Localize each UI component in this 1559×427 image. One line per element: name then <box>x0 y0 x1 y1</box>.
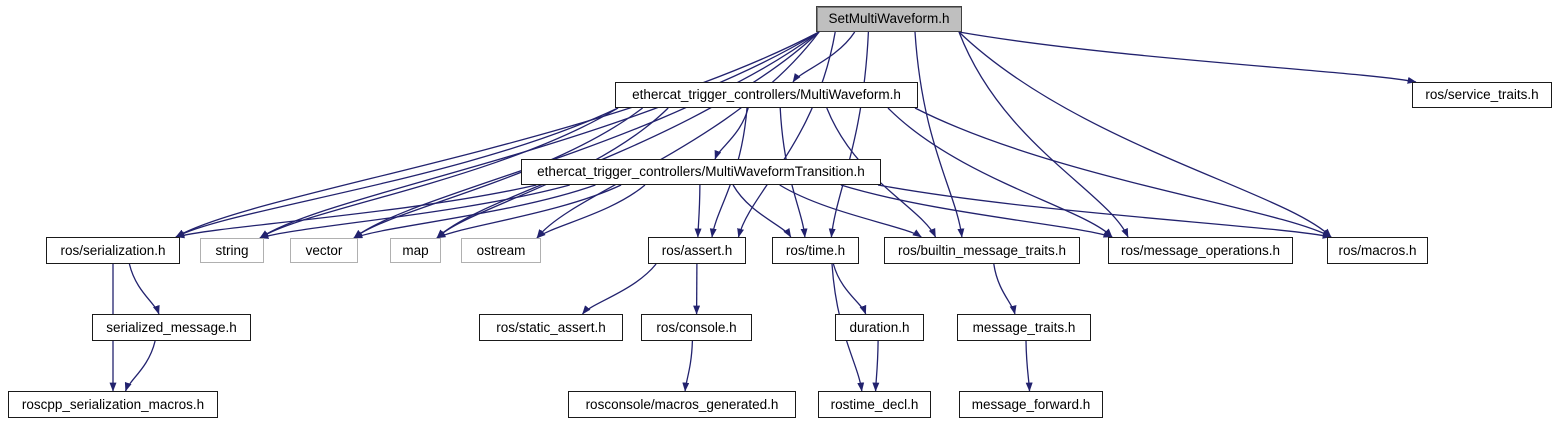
edges-group <box>109 31 1417 392</box>
graph-edge-multiwaveform-to-macros <box>914 107 1332 238</box>
graph-edge-multiwaveform-to-assert <box>709 107 748 238</box>
graph-node-label: rosconsole/macros_generated.h <box>585 396 779 412</box>
graph-edge-transition-to-time <box>732 184 792 238</box>
graph-edge-root-to-multiwaveform <box>792 31 856 83</box>
graph-node-rostime_decl[interactable]: rostime_decl.h <box>818 391 931 418</box>
graph-edge-multiwaveform-to-vector <box>353 107 643 239</box>
graph-node-label: ros/service_traits.h <box>1425 87 1539 103</box>
graph-node-label: rostime_decl.h <box>830 396 919 412</box>
graph-node-label: ros/static_assert.h <box>496 319 606 335</box>
graph-node-label: serialized_message.h <box>106 319 237 335</box>
graph-edge-multiwaveform-to-time <box>779 107 808 238</box>
graph-node-label: ethercat_trigger_controllers/MultiWavefo… <box>537 164 865 180</box>
graph-node-msg_operations[interactable]: ros/message_operations.h <box>1108 237 1293 264</box>
graph-edge-multiwaveform-to-builtin_traits <box>826 107 937 238</box>
graph-node-vector[interactable]: vector <box>290 238 358 263</box>
graph-node-map[interactable]: map <box>390 238 441 263</box>
graph-node-builtin_traits[interactable]: ros/builtin_message_traits.h <box>884 237 1080 264</box>
graph-edge-multiwaveform-to-transition <box>714 107 749 160</box>
graph-edge-transition-to-builtin_traits <box>779 184 922 238</box>
graph-node-static_assert[interactable]: ros/static_assert.h <box>479 314 623 341</box>
graph-node-label: vector <box>305 242 343 258</box>
graph-node-label: ostream <box>476 242 526 258</box>
graph-node-msg_forward[interactable]: message_forward.h <box>959 391 1103 418</box>
graph-edge-multiwaveform-to-string <box>259 107 619 239</box>
graph-edge-root-to-time <box>828 31 870 238</box>
graph-edge-transition-to-ostream <box>536 184 646 239</box>
graph-edge-serialization-to-serialized_msg <box>128 263 160 315</box>
graph-node-roscpp_macros[interactable]: roscpp_serialization_macros.h <box>8 391 218 418</box>
graph-node-multiwaveform[interactable]: ethercat_trigger_controllers/MultiWavefo… <box>615 82 918 108</box>
graph-node-duration[interactable]: duration.h <box>835 314 924 341</box>
graph-node-root[interactable]: SetMultiWaveform.h <box>816 6 962 32</box>
graph-edge-transition-to-string <box>259 184 570 239</box>
graph-edge-time-to-duration <box>832 263 867 315</box>
graph-edge-transition-to-serialization <box>175 184 537 239</box>
graph-edge-builtin_traits-to-msg_traits <box>993 263 1017 315</box>
graph-node-console[interactable]: ros/console.h <box>641 314 752 341</box>
graph-node-time[interactable]: ros/time.h <box>772 237 859 264</box>
graph-node-serialized_msg[interactable]: serialized_message.h <box>92 314 251 341</box>
graph-node-label: duration.h <box>849 319 910 335</box>
graph-node-string[interactable]: string <box>200 238 264 263</box>
graph-edge-root-to-string <box>259 31 820 239</box>
graph-edge-duration-to-rostime_decl <box>872 340 880 392</box>
graph-edge-transition-to-macros <box>877 184 1332 239</box>
graph-edge-console-to-rosconsole_gen <box>682 340 694 392</box>
graph-node-service_traits[interactable]: ros/service_traits.h <box>1412 82 1552 108</box>
graph-node-assert[interactable]: ros/assert.h <box>648 237 746 264</box>
graph-node-label: ros/message_operations.h <box>1120 242 1281 258</box>
graph-node-label: ros/builtin_message_traits.h <box>897 242 1067 258</box>
graph-edge-time-to-rostime_decl <box>831 263 865 392</box>
graph-node-msg_traits[interactable]: message_traits.h <box>957 314 1091 341</box>
graph-edge-multiwaveform-to-serialization <box>175 107 619 238</box>
graph-edge-serialized_msg-to-roscpp_macros <box>124 340 156 392</box>
graph-edge-multiwaveform-to-map <box>436 107 669 239</box>
graph-edge-assert-to-static_assert <box>581 263 657 315</box>
graph-edge-msg_traits-to-msg_forward <box>1025 340 1033 392</box>
graph-node-macros[interactable]: ros/macros.h <box>1327 237 1428 264</box>
graph-node-label: ros/console.h <box>656 319 737 335</box>
graph-edge-root-to-builtin_traits <box>914 31 965 238</box>
graph-node-label: string <box>215 242 249 258</box>
graph-node-label: ros/serialization.h <box>60 242 166 258</box>
graph-node-label: ros/assert.h <box>661 242 733 258</box>
graph-edge-transition-to-assert <box>694 184 702 238</box>
graph-edge-root-to-macros <box>958 31 1332 238</box>
graph-edge-root-to-serialization <box>175 31 820 238</box>
graph-node-label: ros/time.h <box>785 242 846 258</box>
graph-edge-root-to-msg_operations <box>958 31 1129 238</box>
graph-edge-transition-to-msg_operations <box>840 184 1113 238</box>
graph-edge-transition-to-map <box>436 184 622 239</box>
graph-node-transition[interactable]: ethercat_trigger_controllers/MultiWavefo… <box>521 159 881 185</box>
graph-node-label: message_forward.h <box>971 396 1091 412</box>
graph-node-label: ros/macros.h <box>1338 242 1417 258</box>
graph-edge-root-to-service_traits <box>958 31 1417 84</box>
graph-edge-multiwaveform-to-msg_operations <box>887 107 1113 238</box>
graph-node-serialization[interactable]: ros/serialization.h <box>46 237 180 264</box>
graph-node-label: message_traits.h <box>972 319 1076 335</box>
graph-node-label: ethercat_trigger_controllers/MultiWavefo… <box>632 87 901 103</box>
graph-node-label: roscpp_serialization_macros.h <box>21 396 205 412</box>
graph-node-label: map <box>402 242 429 258</box>
graph-node-ostream[interactable]: ostream <box>461 238 541 263</box>
graph-node-rosconsole_gen[interactable]: rosconsole/macros_generated.h <box>568 391 796 418</box>
graph-edge-transition-to-vector <box>353 184 596 239</box>
graph-node-label: SetMultiWaveform.h <box>828 11 950 27</box>
